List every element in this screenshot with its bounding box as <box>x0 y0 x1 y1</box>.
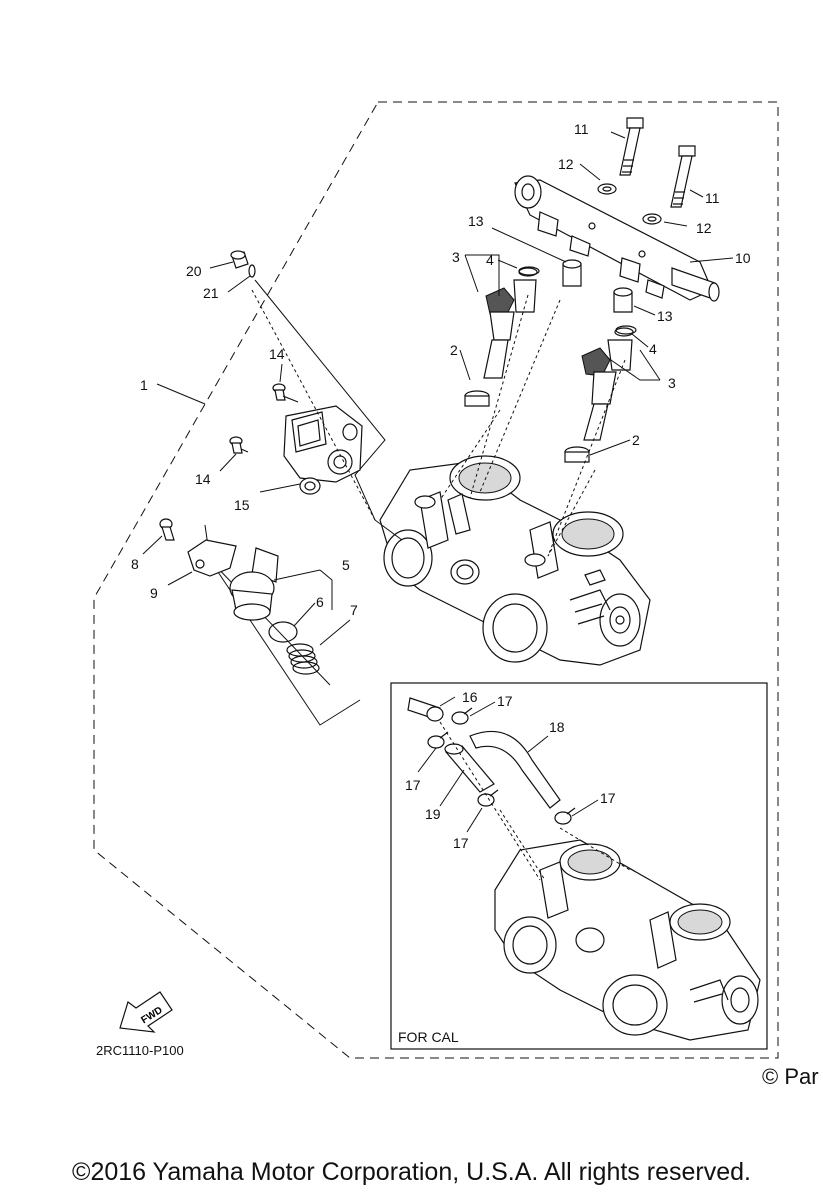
hose-clip-1 <box>451 707 473 725</box>
for-cal-inset-frame <box>390 682 768 1050</box>
callout-17-d: 17 <box>600 790 616 806</box>
callout-2-left: 2 <box>450 342 458 358</box>
callout-14-upper: 14 <box>269 346 285 362</box>
injector-right <box>564 327 634 463</box>
washer-right <box>642 213 662 225</box>
diagram-code: 2RC1110-P100 <box>96 1043 184 1058</box>
hose-clip-2 <box>427 731 449 749</box>
o-ring-left <box>518 266 540 276</box>
inset-label: FOR CAL <box>398 1029 459 1045</box>
callout-3-left: 3 <box>452 249 460 265</box>
callout-13-left: 13 <box>468 213 484 229</box>
washer-left <box>597 183 617 195</box>
callout-17-a: 17 <box>497 693 513 709</box>
copyright-notice: ©2016 Yamaha Motor Corporation, U.S.A. A… <box>72 1158 751 1186</box>
callout-12-left: 12 <box>558 156 574 172</box>
intake-pressure-sensor <box>229 547 279 621</box>
hose-18 <box>469 730 561 809</box>
inset-throttle-body <box>494 839 761 1041</box>
fwd-arrow-icon <box>119 991 173 1033</box>
callout-2-right: 2 <box>632 432 640 448</box>
callout-17-b: 17 <box>405 777 421 793</box>
callout-20: 20 <box>186 263 202 279</box>
callout-9: 9 <box>150 585 158 601</box>
rail-bolt-right <box>670 145 696 208</box>
o-ring-6 <box>268 621 298 643</box>
clip <box>248 264 256 278</box>
callout-4-right: 4 <box>649 341 657 357</box>
callout-11-left: 11 <box>574 121 589 137</box>
callout-15: 15 <box>234 497 250 513</box>
vacuum-fitting <box>407 697 444 722</box>
screw-upper <box>272 383 299 403</box>
o-ring-right <box>615 325 637 335</box>
callout-12-right: 12 <box>696 220 712 236</box>
watermark: © Par <box>762 1064 819 1089</box>
callout-17-c: 17 <box>453 835 469 851</box>
leader-lines <box>142 131 734 833</box>
callout-13-right: 13 <box>657 308 673 324</box>
screw-lower <box>229 436 249 454</box>
callout-21: 21 <box>203 285 219 301</box>
callout-14-lower: 14 <box>195 471 211 487</box>
callout-4-left: 4 <box>486 252 494 268</box>
callout-5: 5 <box>342 557 350 573</box>
spring <box>286 643 320 675</box>
bracket <box>187 539 237 577</box>
throttle-body <box>379 455 651 666</box>
callout-1: 1 <box>140 377 148 393</box>
fuel-rail <box>514 175 720 302</box>
callout-3-right: 3 <box>668 375 676 391</box>
hose-clip-4 <box>554 807 576 825</box>
callout-16: 16 <box>462 689 478 705</box>
alignment-lines <box>251 289 631 881</box>
callout-6: 6 <box>316 594 324 610</box>
screw-8 <box>159 518 175 541</box>
rail-bolt-left <box>619 117 644 176</box>
hose-clip-3 <box>477 789 499 807</box>
callout-7: 7 <box>350 602 358 618</box>
callout-11-right: 11 <box>705 190 720 206</box>
callout-18: 18 <box>549 719 565 735</box>
injector-left <box>464 267 538 407</box>
callout-8: 8 <box>131 556 139 572</box>
callout-10: 10 <box>735 250 751 266</box>
throttle-position-sensor <box>283 405 363 495</box>
callout-19: 19 <box>425 806 441 822</box>
